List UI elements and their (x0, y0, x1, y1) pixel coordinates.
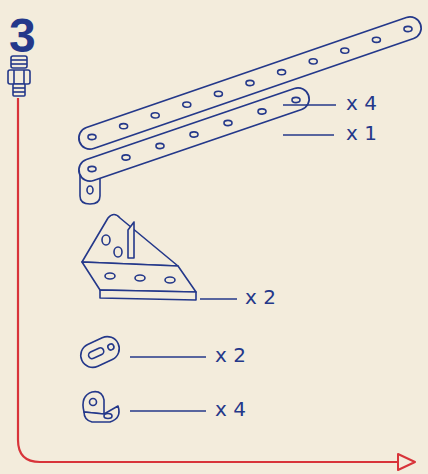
strip-hole (156, 143, 164, 148)
strip-hole (292, 97, 300, 102)
answer-blank (130, 105, 336, 411)
strip-hole (341, 48, 349, 53)
strip-hole (404, 26, 412, 31)
strip-hole (372, 37, 380, 42)
angle-bracket (83, 392, 119, 422)
quantity-label: x 2 (245, 287, 276, 307)
strip-hole (183, 102, 191, 107)
lug-hole (87, 186, 93, 194)
strip-hole (88, 134, 96, 139)
quantity-label: x 4 (346, 93, 377, 113)
flanged-plate (82, 215, 196, 301)
guide-arrowhead (398, 454, 415, 470)
quantity-label: x 4 (215, 399, 246, 419)
strip-hole (246, 80, 254, 85)
strip-hole (258, 109, 266, 114)
strip-hole (120, 124, 128, 129)
quantity-label: x 2 (215, 345, 246, 365)
guide-line (18, 98, 398, 462)
strip-hole (278, 70, 286, 75)
bolt-icon (8, 56, 30, 96)
strip-hole (122, 155, 130, 160)
strip-hole (88, 166, 96, 171)
step-number: 3 (9, 12, 36, 60)
strip-hole (151, 113, 159, 118)
strip-hole (309, 59, 317, 64)
slotted-plate (77, 333, 123, 372)
quantity-label: x 1 (346, 123, 377, 143)
strip-hole (214, 91, 222, 96)
long-strip (90, 28, 410, 138)
strip-hole (190, 132, 198, 137)
strip-hole (224, 120, 232, 125)
